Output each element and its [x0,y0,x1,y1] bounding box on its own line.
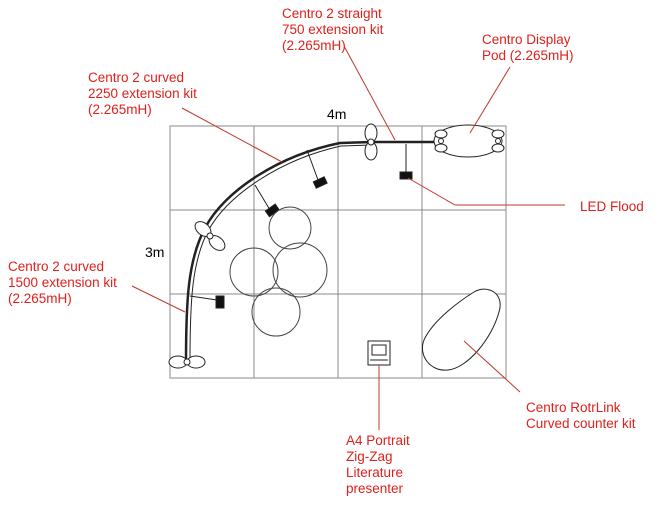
callout-a4-presenter: A4 Portrait Zig-Zag Literature presenter [346,433,410,496]
callout-curved-2250: Centro 2 curved 2250 extension kit (2.26… [88,70,197,117]
round-tables [229,206,328,337]
wall-foot-middle [194,221,226,251]
width-dimension-label: 4m [327,106,347,122]
callout-curved-1500: Centro 2 curved 1500 extension kit (2.26… [8,259,117,306]
curved-counter [422,288,501,371]
callout-straight-kit: Centro 2 straight 750 extension kit (2.2… [282,6,384,53]
display-pod [433,124,505,158]
curved-wall-inner [189,144,373,363]
height-dimension-label: 3m [145,244,165,260]
callout-leader-lines [131,45,565,430]
led-flood-lights [189,144,413,309]
a4-presenter-stand [367,340,391,366]
floor-grid [169,125,507,379]
wall-foot-bottom [168,355,206,369]
wall-foot-top [364,123,378,161]
callout-display-pod: Centro Display Pod (2.265mH) [482,32,574,63]
callout-rotrlink: Centro RotrLink Curved counter kit [526,400,636,431]
callout-led-flood: LED Flood [580,199,644,214]
curved-wall [184,140,373,363]
